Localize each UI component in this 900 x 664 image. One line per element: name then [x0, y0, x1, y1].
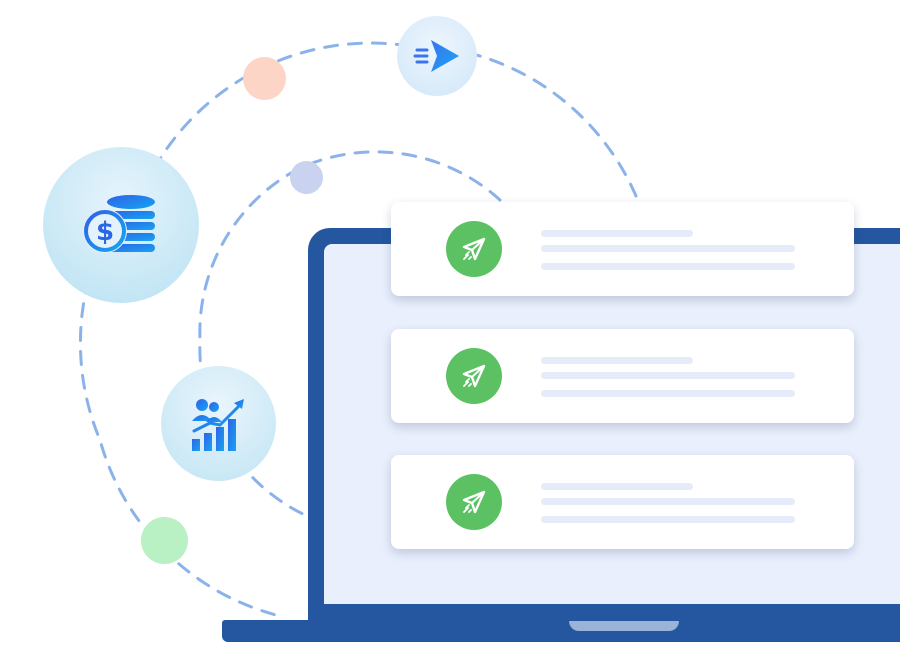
dollar-coins-icon: $ — [83, 195, 155, 253]
placeholder-line — [541, 390, 795, 397]
send-bubble — [397, 16, 477, 96]
decorative-dot — [243, 57, 286, 100]
paper-plane-icon — [413, 40, 459, 72]
growth-bubble — [161, 366, 276, 481]
message-card — [391, 202, 854, 296]
users-growth-chart-icon — [191, 398, 244, 451]
coins-bubble: $ — [43, 147, 199, 303]
placeholder-line — [541, 516, 795, 523]
placeholder-line — [541, 263, 795, 270]
paper-plane-icon — [446, 221, 502, 277]
paper-plane-icon — [446, 348, 502, 404]
decorative-dot — [290, 161, 323, 194]
laptop-base — [222, 620, 900, 642]
message-card — [391, 329, 854, 423]
placeholder-line — [541, 357, 693, 364]
placeholder-line — [541, 230, 693, 237]
laptop-notch — [569, 621, 679, 631]
paper-plane-icon — [446, 474, 502, 530]
placeholder-line — [541, 372, 795, 379]
placeholder-line — [541, 245, 795, 252]
svg-text:$: $ — [96, 217, 114, 247]
message-card — [391, 455, 854, 549]
placeholder-line — [541, 483, 693, 490]
decorative-dot — [141, 517, 188, 564]
laptop-screen — [324, 244, 900, 604]
placeholder-line — [541, 498, 795, 505]
